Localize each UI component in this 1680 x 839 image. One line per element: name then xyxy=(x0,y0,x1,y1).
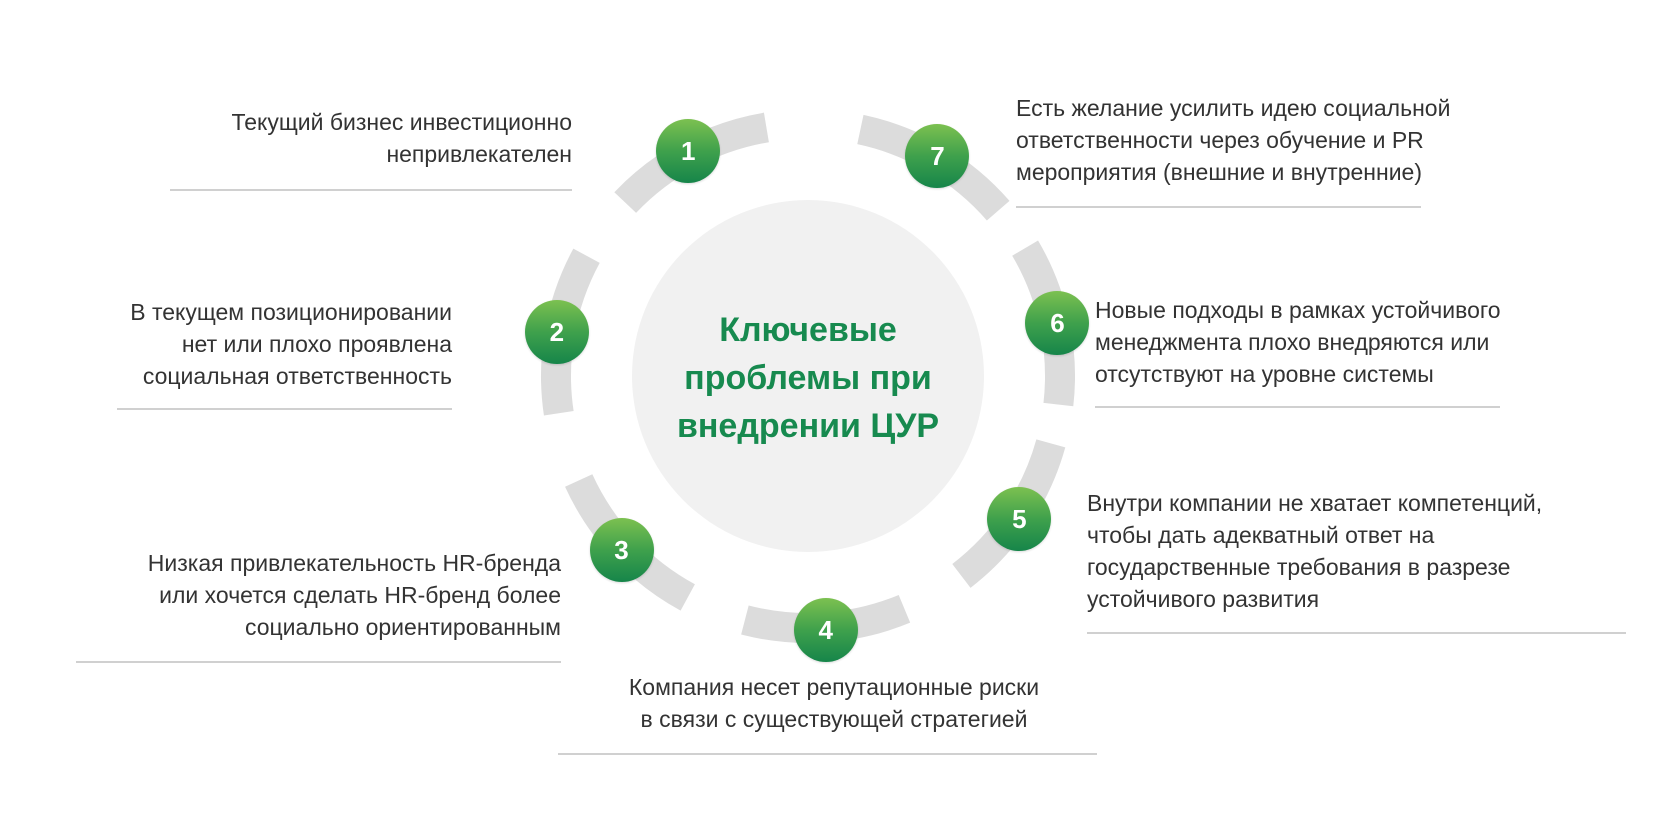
item-text-line: ответственности через обучение и PR xyxy=(1016,127,1424,153)
item-text-line: В текущем позиционировании xyxy=(130,299,452,325)
item-text-line: Низкая привлекательность HR-бренда xyxy=(147,550,561,576)
problem-item-6: Новые подходы в рамках устойчивого менед… xyxy=(1095,294,1501,390)
problem-item-2: В текущем позиционировании нет или плохо… xyxy=(130,296,452,392)
item-text-line: государственные требования в разрезе xyxy=(1087,554,1511,580)
number-badge-7: 7 xyxy=(905,124,970,189)
item-text-line: Внутри компании не хватает компетенций, xyxy=(1087,490,1543,516)
divider xyxy=(1095,406,1500,408)
divider xyxy=(76,661,561,663)
item-text-line: чтобы дать адекватный ответ на xyxy=(1087,522,1435,548)
divider xyxy=(558,753,1097,755)
divider xyxy=(117,408,452,410)
problem-item-5: Внутри компании не хватает компетенций, … xyxy=(1087,487,1542,615)
problem-item-4: Компания несет репутационные риски в свя… xyxy=(534,671,1134,735)
item-text-line: социально ориентированным xyxy=(244,614,561,640)
item-text-line: или хочется сделать HR-бренд более xyxy=(159,582,561,608)
number-badge-2: 2 xyxy=(524,299,589,364)
center-title-line: внедрении ЦУР xyxy=(676,407,940,445)
divider xyxy=(1016,206,1421,208)
divider xyxy=(170,189,572,191)
number-badge-4: 4 xyxy=(793,598,858,663)
item-text-line: Компания несет репутационные риски xyxy=(628,674,1040,700)
divider xyxy=(1087,632,1626,634)
item-text-line: нет или плохо проявлена xyxy=(181,331,452,357)
item-text-line: Есть желание усилить идею социальной xyxy=(1016,95,1451,121)
item-text-line: мероприятия (внешние и внутренние) xyxy=(1016,159,1422,185)
problem-item-3: Низкая привлекательность HR-бренда или х… xyxy=(148,547,561,643)
item-text-line: устойчивого развития xyxy=(1087,586,1320,612)
item-text-line: Новые подходы в рамках устойчивого xyxy=(1095,297,1501,323)
problem-item-1: Текущий бизнес инвестиционно непривлекат… xyxy=(231,106,572,170)
center-title-line: проблемы при xyxy=(684,359,932,397)
item-text-line: непривлекателен xyxy=(386,141,572,167)
item-text-line: отсутствуют на уровне системы xyxy=(1095,361,1434,387)
problem-item-7: Есть желание усилить идею социальной отв… xyxy=(1016,92,1450,188)
number-badge-1: 1 xyxy=(656,118,721,183)
number-badge-6: 6 xyxy=(1025,290,1090,355)
item-text-line: в связи с существующей стратегией xyxy=(640,706,1028,732)
number-badge-3: 3 xyxy=(589,517,654,582)
number-badge-5: 5 xyxy=(987,486,1052,551)
center-circle xyxy=(632,200,984,552)
item-text-line: менеджмента плохо внедряются или xyxy=(1095,329,1490,355)
center-title-line: Ключевые xyxy=(719,311,897,349)
item-text-line: социальная ответственность xyxy=(142,363,452,389)
center-title: Ключевые проблемы при внедрении ЦУР xyxy=(608,306,1008,450)
item-text-line: Текущий бизнес инвестиционно xyxy=(231,109,572,135)
